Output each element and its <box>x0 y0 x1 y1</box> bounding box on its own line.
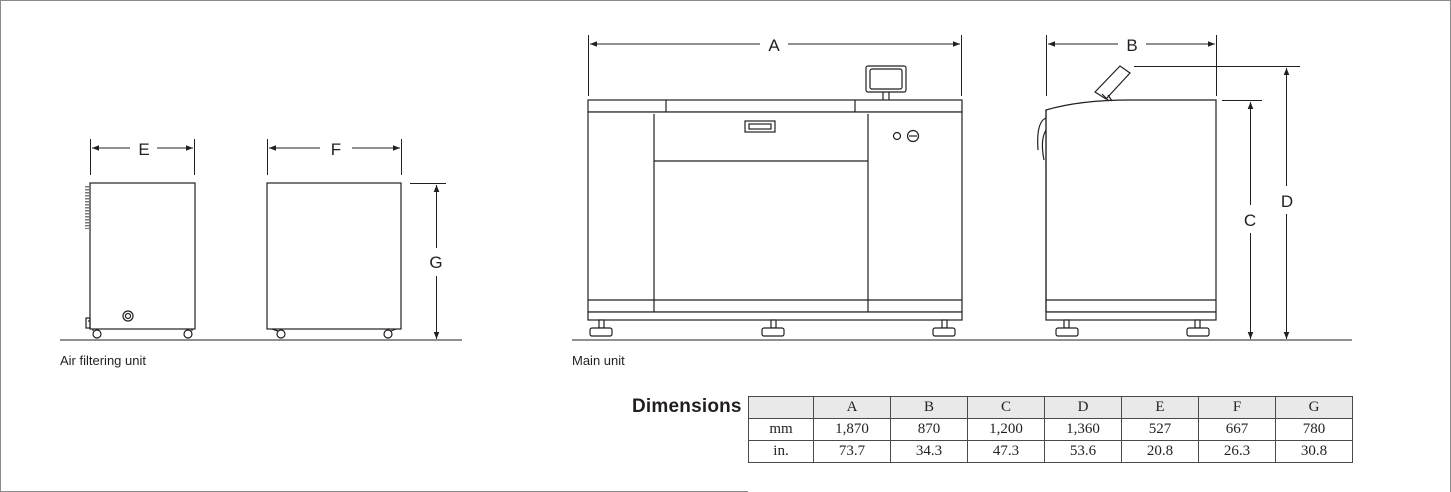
dimension-line-c <box>1222 100 1262 339</box>
column-header: F <box>1198 396 1276 419</box>
caption-air-filtering-unit: Air filtering unit <box>60 353 146 368</box>
column-header: A <box>813 396 891 419</box>
dimensions-title: Dimensions <box>632 396 742 417</box>
dimension-line-b <box>1046 35 1217 96</box>
column-header: C <box>967 396 1045 419</box>
table-cell: 527 <box>1121 418 1199 441</box>
air-filter-unit-front <box>85 182 196 339</box>
dim-letter-b: B <box>1126 36 1137 55</box>
table-cell: 34.3 <box>890 440 968 463</box>
table-row: in. 73.7 34.3 47.3 53.6 20.8 26.3 30.8 <box>748 440 1353 463</box>
dim-letter-d: D <box>1281 192 1293 211</box>
main-unit-front <box>587 65 963 337</box>
dimension-line-a <box>588 35 962 96</box>
table-cell: 30.8 <box>1275 440 1353 463</box>
dimensions-table: A B C D E F G mm 1,870 870 1,200 1,360 5… <box>748 396 1353 463</box>
main-unit-side <box>1037 65 1217 337</box>
row-unit-label: in. <box>748 440 814 463</box>
dimension-line-g <box>410 183 446 339</box>
column-header: E <box>1121 396 1199 419</box>
table-cell: 870 <box>890 418 968 441</box>
dimension-line-d <box>1134 66 1300 339</box>
dim-letter-g: G <box>429 253 442 272</box>
column-header: B <box>890 396 968 419</box>
table-header-row: A B C D E F G <box>748 396 1353 419</box>
dim-letter-f: F <box>331 140 341 159</box>
row-unit-label: mm <box>748 418 814 441</box>
table-cell: 26.3 <box>1198 440 1276 463</box>
column-header: D <box>1044 396 1122 419</box>
dim-letter-c: C <box>1244 211 1256 230</box>
caption-main-unit: Main unit <box>572 353 625 368</box>
table-cell: 73.7 <box>813 440 891 463</box>
table-corner-cell <box>748 396 814 419</box>
table-cell: 53.6 <box>1044 440 1122 463</box>
air-filter-unit-side <box>266 182 402 339</box>
table-cell: 1,200 <box>967 418 1045 441</box>
table-cell: 667 <box>1198 418 1276 441</box>
table-row: mm 1,870 870 1,200 1,360 527 667 780 <box>748 418 1353 441</box>
table-cell: 20.8 <box>1121 440 1199 463</box>
dimension-line-e <box>90 139 195 175</box>
dim-letter-a: A <box>768 36 780 55</box>
table-cell: 47.3 <box>967 440 1045 463</box>
dimension-line-f <box>267 139 402 175</box>
table-cell: 1,870 <box>813 418 891 441</box>
column-header: G <box>1275 396 1353 419</box>
table-cell: 1,360 <box>1044 418 1122 441</box>
table-cell: 780 <box>1275 418 1353 441</box>
dim-letter-e: E <box>138 140 149 159</box>
